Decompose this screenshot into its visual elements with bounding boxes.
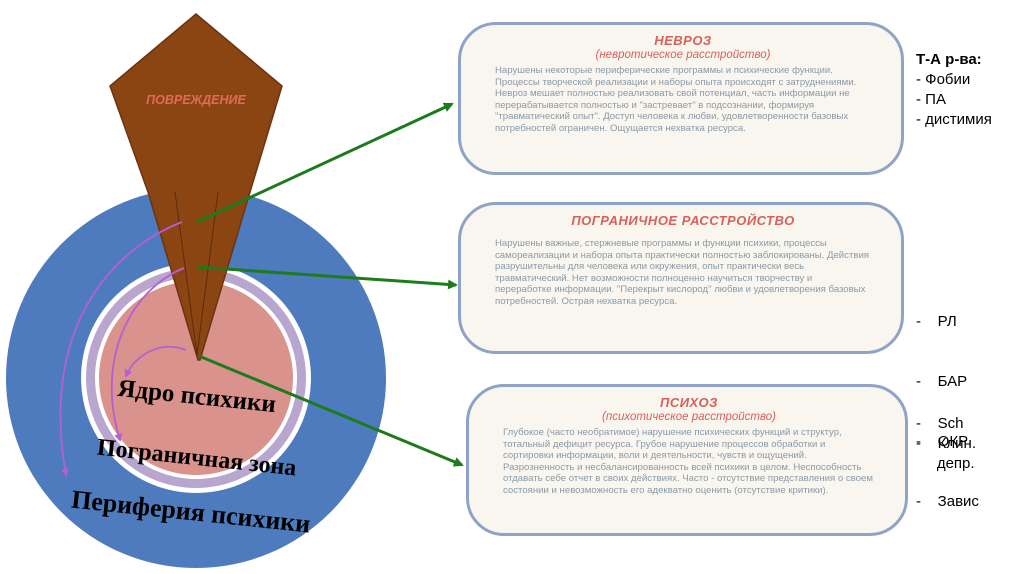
side-note-item: - БАР xyxy=(916,373,968,390)
neurosis-subtitle: (невротическое расстройство) xyxy=(595,49,771,61)
core-circle xyxy=(99,281,293,475)
side-note-psychosis: - Sch - Клин. депр. xyxy=(916,414,976,474)
side-note-item: - Фобии xyxy=(916,71,971,88)
damage-shape xyxy=(109,13,283,361)
side-note-item: - Клин. xyxy=(916,435,976,452)
psychosis-description: Глубокое (часто необратимое) нарушение п… xyxy=(503,427,873,496)
arrow-to-neurosis xyxy=(196,102,454,224)
side-note-item: - Завис xyxy=(916,493,979,510)
psychosis-title: ПСИХОЗ xyxy=(659,395,719,410)
neurosis-box: НЕВРОЗ (невротическое расстройство) Нару… xyxy=(458,22,904,175)
neurosis-description: Нарушены некоторые периферические програ… xyxy=(495,65,857,134)
borderline-box: ПОГРАНИЧНОЕ РАССТРОЙСТВО Нарушены важные… xyxy=(458,202,904,354)
side-note-item: - Sch xyxy=(916,415,964,432)
damage-inner-line-right xyxy=(196,191,219,356)
psychosis-box: ПСИХОЗ (психотическое расстройство) Глуб… xyxy=(466,384,908,536)
arrow-to-borderline xyxy=(196,265,458,290)
damage-inner-line-left xyxy=(174,191,198,356)
inner-arrow-border xyxy=(110,267,185,442)
side-note-item: - ПА xyxy=(916,91,946,108)
side-note-item: - ОКР xyxy=(916,433,969,450)
side-note-item: депр. xyxy=(916,455,975,472)
side-note-title: Т-А р-ва: xyxy=(916,51,982,68)
inner-arrow-core xyxy=(124,345,187,378)
borderline-description: Нарушены важные, стержневые программы и … xyxy=(495,238,870,307)
side-note-borderline: - РЛ - БАР - ОКР - Завис xyxy=(916,232,979,572)
side-note-item: - РЛ xyxy=(916,313,957,330)
inner-arrow-periphery xyxy=(59,221,183,477)
side-note-item: - дистимия xyxy=(916,111,992,128)
psychosis-subtitle: (психотическое расстройство) xyxy=(602,411,776,423)
damage-label: ПОВРЕЖДЕНИЕ xyxy=(146,93,246,107)
neurosis-title: НЕВРОЗ xyxy=(654,33,712,48)
arrow-to-psychosis xyxy=(198,354,464,467)
side-note-neurosis: Т-А р-ва: - Фобии - ПА - дистимия xyxy=(916,50,992,130)
borderline-title: ПОГРАНИЧНОЕ РАССТРОЙСТВО xyxy=(571,213,795,228)
